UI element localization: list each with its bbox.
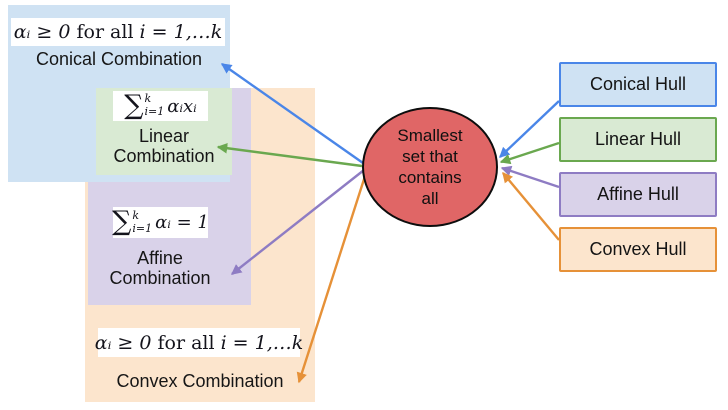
arrow-from-conical-hull xyxy=(499,100,560,158)
linear-combination-region: ∑ k i=1 αᵢxᵢ Linear Combination xyxy=(96,88,232,175)
circle-text-line2: set that xyxy=(402,147,458,166)
arrow-from-linear-hull xyxy=(499,141,560,165)
convex-formula: αᵢ ≥ 0 for all i = 1,…k xyxy=(94,328,303,357)
affine-sum-icon: ∑ xyxy=(112,206,132,237)
affine-formula: ∑ k i=1 αᵢ = 1 xyxy=(112,206,209,238)
convex-hull-label: Convex Hull xyxy=(589,239,687,259)
linear-sum-upper: k xyxy=(144,92,152,106)
affine-hull-box: Affine Hull xyxy=(559,172,717,217)
linear-formula: ∑ k i=1 αᵢxᵢ xyxy=(113,91,208,121)
affine-hull-label: Affine Hull xyxy=(597,184,679,204)
linear-combination-label: Linear Combination xyxy=(113,126,215,166)
conical-formula-a: αᵢ ≥ 0 xyxy=(13,21,71,43)
conical-formula-mid: for all xyxy=(76,21,134,43)
circle-text-line1: Smallest xyxy=(397,126,463,145)
circle-text-line4: all xyxy=(421,189,439,208)
affine-sum-upper: k xyxy=(132,208,140,222)
convex-formula-a: αᵢ ≥ 0 xyxy=(94,331,152,354)
linear-hull-box: Linear Hull xyxy=(559,117,717,162)
convex-combination-label: Convex Combination xyxy=(116,371,284,391)
convex-formula-b: i = 1,…k xyxy=(220,331,304,354)
conical-combination-label: Conical Combination xyxy=(35,49,203,69)
conical-formula-b: i = 1,…k xyxy=(139,21,223,43)
conical-hull-box: Conical Hull xyxy=(559,62,717,107)
smallest-set-circle: Smallest set that contains all xyxy=(362,107,498,227)
affine-formula-body: αᵢ = 1 xyxy=(155,212,209,233)
affine-combination-label: Affine Combination xyxy=(109,248,211,288)
affine-sum-lower: i=1 xyxy=(132,221,153,235)
circle-text-line3: contains xyxy=(398,168,462,187)
linear-hull-label: Linear Hull xyxy=(594,129,682,149)
linear-sum-icon: ∑ xyxy=(124,89,144,121)
linear-sum-lower: i=1 xyxy=(144,105,165,118)
arrow-from-convex-hull xyxy=(502,171,560,241)
arrow-from-affine-hull xyxy=(500,165,560,189)
convex-formula-mid: for all xyxy=(157,331,215,354)
conical-hull-label: Conical Hull xyxy=(589,74,687,94)
conical-formula: αᵢ ≥ 0 for all i = 1,…k xyxy=(11,18,225,46)
linear-formula-body: αᵢxᵢ xyxy=(167,95,197,117)
convex-hull-box: Convex Hull xyxy=(559,227,717,272)
